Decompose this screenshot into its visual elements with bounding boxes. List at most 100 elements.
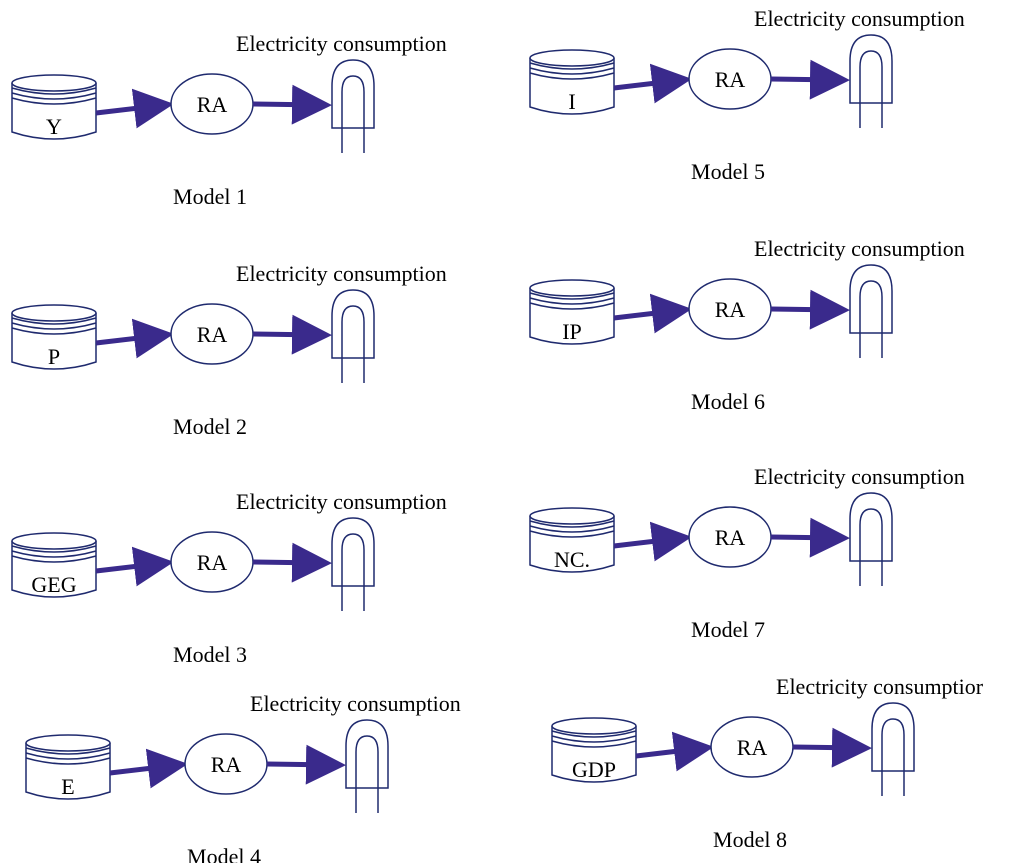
device-outer bbox=[849, 492, 893, 562]
model-caption: Model 4 bbox=[187, 844, 261, 863]
cylinder-ring bbox=[551, 730, 637, 738]
cylinder-ring bbox=[25, 757, 111, 765]
model-caption: Model 2 bbox=[173, 414, 247, 439]
cylinder-ring bbox=[11, 97, 97, 105]
model-caption: Model 6 bbox=[691, 389, 765, 414]
input-cylinder-icon bbox=[529, 49, 615, 115]
device-outer bbox=[849, 264, 893, 334]
cylinder-top bbox=[529, 507, 615, 525]
input-cylinder-icon bbox=[551, 717, 637, 783]
cylinder-ring bbox=[11, 327, 97, 335]
process-label: RA bbox=[197, 92, 228, 117]
arrow-to-output bbox=[252, 314, 332, 355]
output-label: Electricity consumption bbox=[250, 691, 461, 716]
device-outer bbox=[331, 289, 375, 359]
output-device-icon bbox=[331, 59, 375, 153]
input-label: P bbox=[48, 344, 60, 369]
arrow-to-output bbox=[266, 744, 346, 785]
cylinder-top bbox=[11, 532, 97, 550]
device-outer bbox=[849, 34, 893, 104]
arrow-to-process bbox=[613, 521, 692, 562]
arrow-to-process bbox=[109, 748, 188, 789]
cylinder-ring bbox=[11, 87, 97, 95]
input-cylinder-icon bbox=[529, 507, 615, 573]
cylinder-ring bbox=[11, 555, 97, 563]
output-label: Electricity consumptior bbox=[776, 674, 984, 699]
device-outer bbox=[331, 517, 375, 587]
arrow-to-process bbox=[613, 63, 692, 104]
arrow-to-output bbox=[770, 59, 850, 100]
output-label: Electricity consumption bbox=[236, 489, 447, 514]
arrow-to-process bbox=[95, 318, 174, 359]
process-label: RA bbox=[715, 525, 746, 550]
cylinder-ring bbox=[551, 735, 637, 743]
arrow-to-process bbox=[95, 88, 174, 129]
device-inner bbox=[881, 718, 905, 771]
cylinder-ring bbox=[529, 530, 615, 538]
device-inner bbox=[859, 280, 883, 333]
cylinder-ring bbox=[529, 62, 615, 70]
output-device-icon bbox=[871, 702, 915, 796]
output-label: Electricity consumption bbox=[754, 464, 965, 489]
cylinder-ring bbox=[11, 322, 97, 330]
device-outer bbox=[871, 702, 915, 772]
cylinder-ring bbox=[529, 67, 615, 75]
arrow-to-output bbox=[792, 727, 872, 768]
device-outer bbox=[345, 719, 389, 789]
cylinder-ring bbox=[25, 752, 111, 760]
arrow-to-output bbox=[770, 517, 850, 558]
input-cylinder-icon bbox=[11, 74, 97, 140]
cylinder-ring bbox=[529, 525, 615, 533]
cylinder-ring bbox=[529, 292, 615, 300]
arrow-to-process bbox=[635, 731, 714, 772]
cylinder-ring bbox=[551, 740, 637, 748]
process-label: RA bbox=[715, 67, 746, 92]
device-inner bbox=[341, 75, 365, 128]
model-caption: Model 8 bbox=[713, 827, 787, 852]
cylinder-ring bbox=[529, 297, 615, 305]
cylinder-top bbox=[529, 279, 615, 297]
model-caption: Model 7 bbox=[691, 617, 765, 642]
input-label: GEG bbox=[31, 572, 76, 597]
output-label: Electricity consumption bbox=[236, 31, 447, 56]
model-caption: Model 5 bbox=[691, 159, 765, 184]
model-caption: Model 3 bbox=[173, 642, 247, 667]
input-cylinder-icon bbox=[529, 279, 615, 345]
input-cylinder-icon bbox=[25, 734, 111, 800]
output-device-icon bbox=[849, 34, 893, 128]
cylinder-ring bbox=[11, 550, 97, 558]
output-device-icon bbox=[849, 492, 893, 586]
arrow-to-process bbox=[95, 546, 174, 587]
cylinder-top bbox=[25, 734, 111, 752]
input-label: NC. bbox=[554, 547, 590, 572]
input-label: Y bbox=[46, 114, 62, 139]
output-label: Electricity consumption bbox=[754, 236, 965, 261]
process-label: RA bbox=[715, 297, 746, 322]
arrow-to-output bbox=[252, 542, 332, 583]
arrow-to-output bbox=[770, 289, 850, 330]
output-device-icon bbox=[345, 719, 389, 813]
input-label: GDP bbox=[572, 757, 616, 782]
input-label: IP bbox=[562, 319, 582, 344]
cylinder-ring bbox=[529, 72, 615, 80]
input-cylinder-icon bbox=[11, 532, 97, 598]
cylinder-ring bbox=[25, 747, 111, 755]
device-outer bbox=[331, 59, 375, 129]
device-inner bbox=[341, 533, 365, 586]
input-label: E bbox=[61, 774, 74, 799]
cylinder-top bbox=[11, 304, 97, 322]
device-inner bbox=[859, 50, 883, 103]
output-label: Electricity consumption bbox=[754, 6, 965, 31]
process-label: RA bbox=[197, 550, 228, 575]
cylinder-top bbox=[529, 49, 615, 67]
arrow-to-output bbox=[252, 84, 332, 125]
output-device-icon bbox=[849, 264, 893, 358]
cylinder-ring bbox=[11, 545, 97, 553]
